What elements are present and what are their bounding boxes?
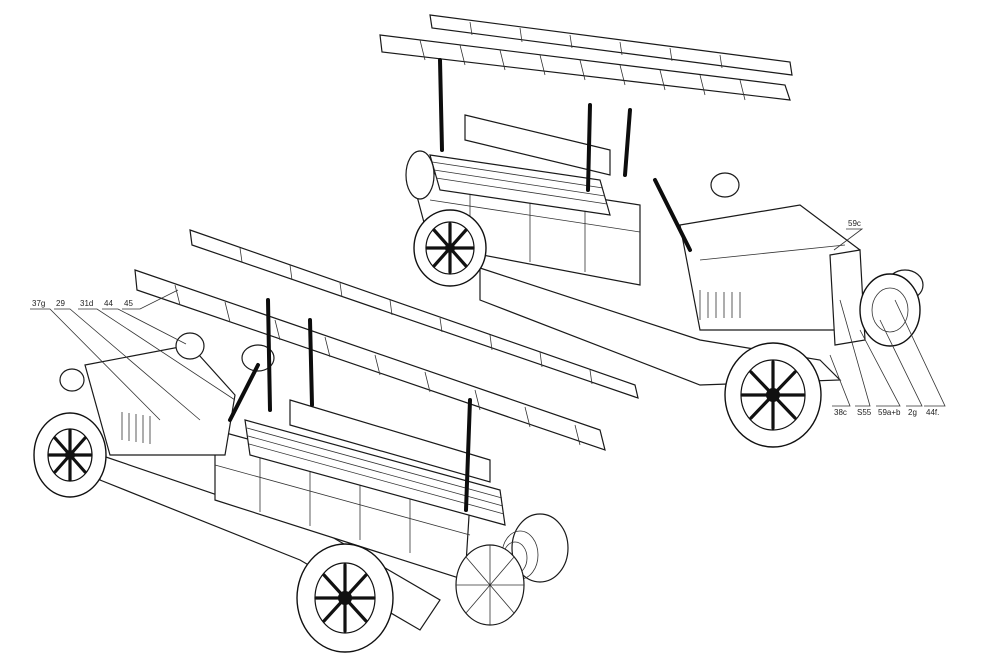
callout-2g: 2g bbox=[879, 319, 923, 417]
fire-truck-front-view bbox=[379, 14, 924, 448]
seat-back-right bbox=[464, 114, 611, 176]
svg-text:44: 44 bbox=[104, 299, 113, 308]
callouts-left: 37g 29 31d 44 45 bbox=[30, 289, 236, 421]
ladder-right bbox=[379, 14, 793, 101]
callout-S55: S55 bbox=[839, 299, 872, 417]
callout-38c: 38c bbox=[829, 354, 851, 417]
svg-text:59c: 59c bbox=[848, 219, 861, 228]
svg-text:59a+b: 59a+b bbox=[878, 408, 901, 417]
svg-text:S55: S55 bbox=[857, 408, 872, 417]
wheel-right-front bbox=[724, 342, 822, 448]
wheel-left-rear bbox=[296, 543, 394, 653]
fire-truck-rear-view bbox=[33, 229, 639, 653]
radiator-right bbox=[829, 249, 866, 346]
callout-44f: 44f. bbox=[894, 299, 946, 417]
reel-wheel bbox=[455, 544, 525, 626]
side-lamp-left bbox=[175, 332, 205, 360]
svg-text:31d: 31d bbox=[80, 299, 93, 308]
svg-text:45: 45 bbox=[124, 299, 133, 308]
svg-text:38c: 38c bbox=[834, 408, 847, 417]
hood-vents-left bbox=[121, 412, 151, 444]
wheel-left-front bbox=[33, 412, 107, 498]
spare-wheel-right bbox=[405, 150, 435, 200]
callout-29: 29 bbox=[54, 299, 201, 421]
hood-vents-right bbox=[707, 292, 741, 318]
svg-text:44f.: 44f. bbox=[926, 408, 939, 417]
headlamp-left bbox=[59, 368, 85, 392]
wheel-right-front-far bbox=[859, 273, 921, 347]
svg-text:2g: 2g bbox=[908, 408, 917, 417]
bench-seat-left bbox=[244, 419, 506, 526]
svg-text:37g: 37g bbox=[32, 299, 45, 308]
callout-59c: 59c bbox=[833, 219, 864, 251]
engine-hood-left bbox=[84, 344, 236, 456]
svg-text:29: 29 bbox=[56, 299, 65, 308]
wheel-right-rear bbox=[413, 209, 487, 287]
callout-59a-b: 59a+b bbox=[859, 329, 901, 417]
callouts-right: 59c 38c S55 59a+b 2g 44f. bbox=[829, 219, 946, 417]
ladder-left bbox=[134, 229, 639, 451]
callout-31d: 31d bbox=[78, 299, 236, 401]
callout-37g: 37g bbox=[30, 299, 161, 421]
steering-wheel-left bbox=[241, 344, 275, 372]
side-lamp-right bbox=[710, 172, 740, 198]
seat-back-left bbox=[289, 399, 491, 483]
callout-44: 44 bbox=[102, 299, 187, 345]
callout-45: 45 bbox=[122, 289, 179, 310]
